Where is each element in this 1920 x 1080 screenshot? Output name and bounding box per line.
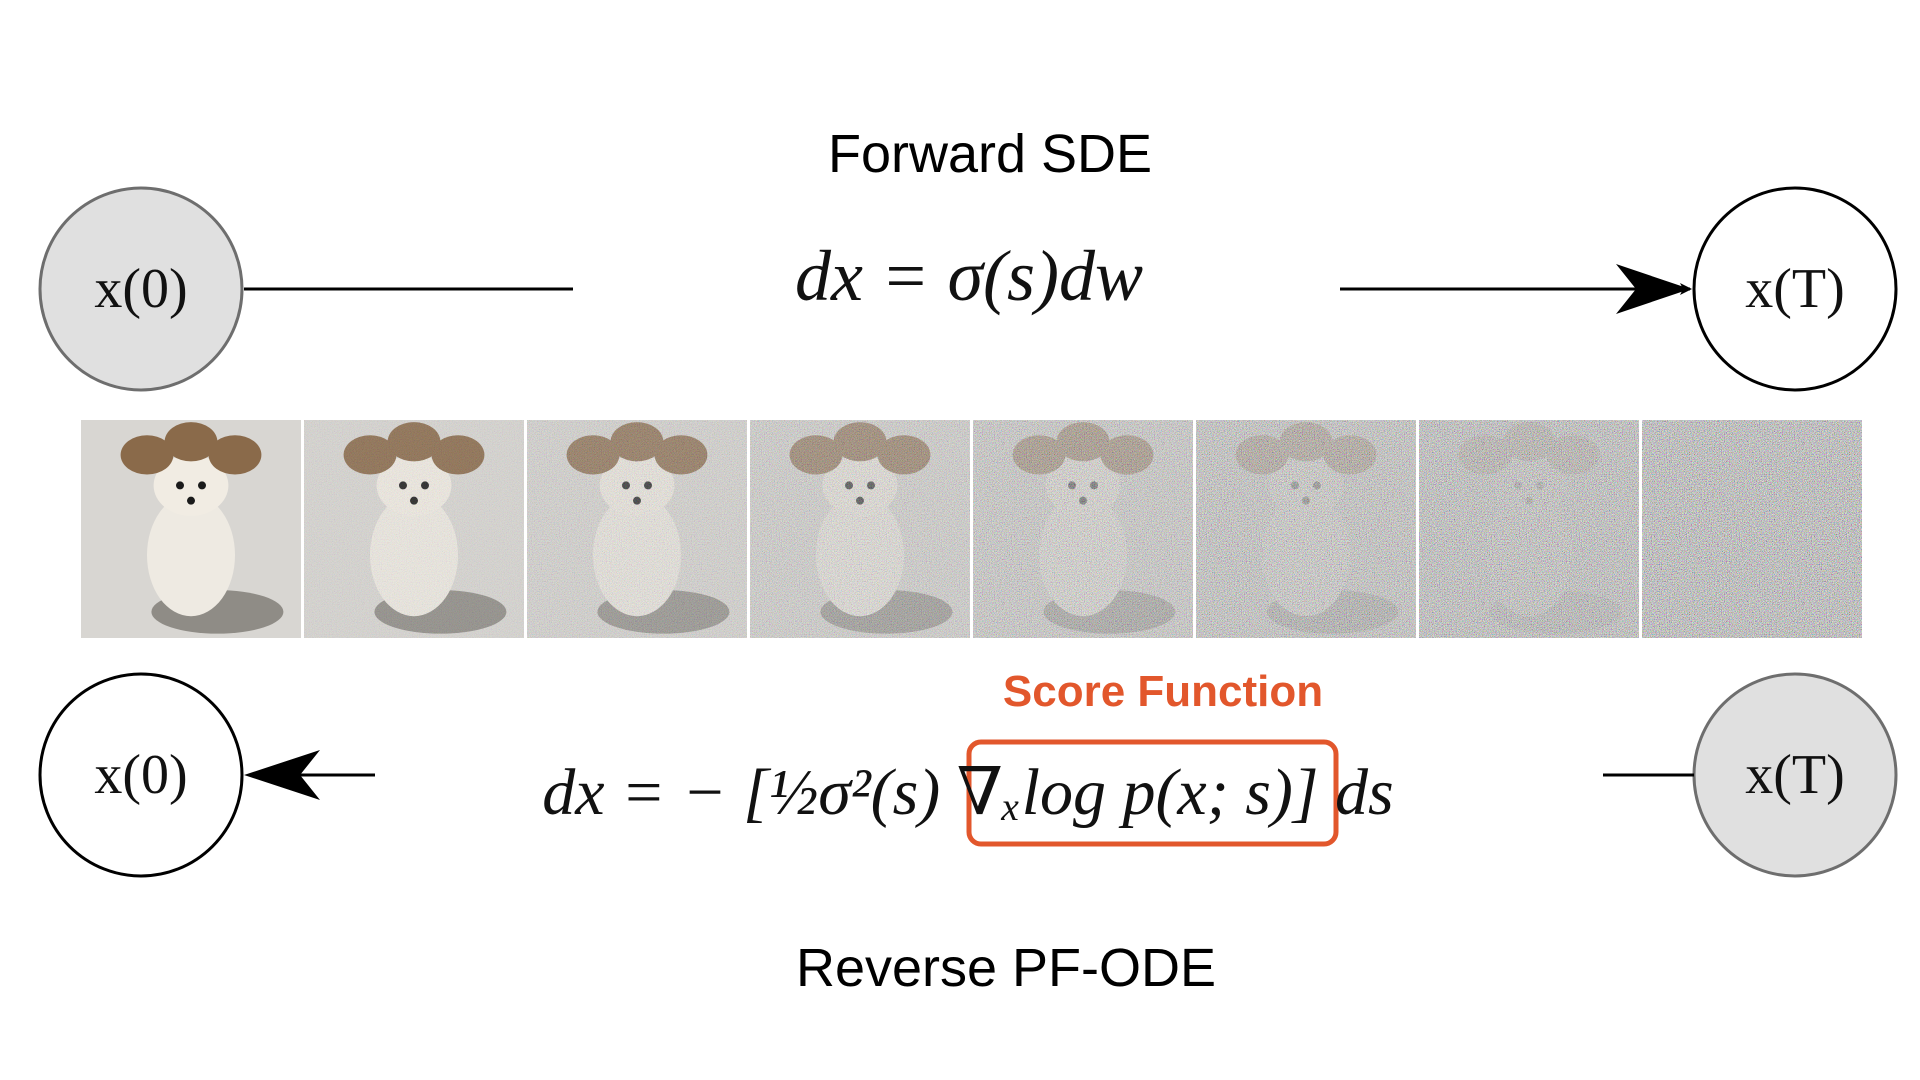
reverse-equation: dx = − [½σ²(s) ∇ₓlog p(x; s)] ds bbox=[542, 756, 1394, 829]
forward-arrowhead-icon bbox=[1616, 264, 1690, 314]
noise-frame-3 bbox=[527, 420, 747, 638]
node-x0-bottom-label: x(0) bbox=[94, 744, 187, 806]
noise-image-strip bbox=[81, 420, 1862, 638]
noise-frame-6 bbox=[1196, 420, 1416, 638]
node-x0-top: x(0) bbox=[38, 186, 244, 392]
node-xT-top: x(T) bbox=[1692, 186, 1898, 392]
noise-frame-2 bbox=[304, 420, 524, 638]
node-xT-bottom-label: x(T) bbox=[1745, 744, 1845, 806]
node-xT-bottom: x(T) bbox=[1692, 672, 1898, 878]
node-xT-top-label: x(T) bbox=[1745, 258, 1845, 320]
reverse-pf-ode-title: Reverse PF-ODE bbox=[796, 938, 1216, 998]
score-function-label: Score Function bbox=[1003, 667, 1323, 716]
reverse-arrowhead-icon bbox=[244, 750, 320, 800]
node-x0-top-label: x(0) bbox=[94, 258, 187, 320]
noise-frame-5 bbox=[973, 420, 1193, 638]
noise-frame-7 bbox=[1419, 420, 1639, 638]
forward-sde-title: Forward SDE bbox=[828, 124, 1152, 184]
noise-frame-8 bbox=[1642, 420, 1862, 638]
score-function-box bbox=[966, 739, 1339, 847]
noise-frame-1 bbox=[81, 420, 301, 638]
node-x0-bottom: x(0) bbox=[38, 672, 244, 878]
noise-frame-4 bbox=[750, 420, 970, 638]
forward-equation: dx = σ(s)dw bbox=[795, 236, 1143, 316]
